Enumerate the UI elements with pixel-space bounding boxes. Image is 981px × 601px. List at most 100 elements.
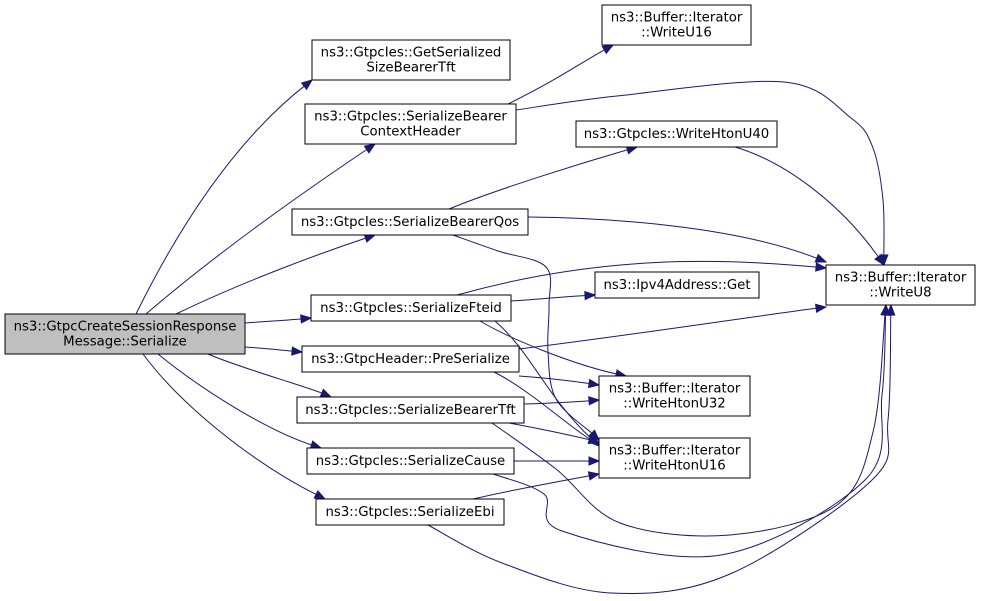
edge-line [492,313,887,558]
node-box [311,39,511,81]
edge-line [734,146,880,258]
node-label-line: ns3::Buffer::Iterator [609,444,741,459]
edge-line [175,237,367,315]
node-label-line: ::WriteHtonU16 [623,459,726,474]
arrowhead [601,44,615,55]
node-label-line: ns3::GtpcIes::WriteHtonU40 [584,127,770,142]
edge-line [493,371,592,441]
edge-root-to-serBearerCtx [145,143,377,315]
edge-line [145,148,368,315]
arrowhead [588,456,601,466]
arrowhead [300,79,314,91]
arrowhead [313,490,327,500]
edge-serBearerQos-to-writeHtonU40 [448,145,639,210]
call-edges [135,44,896,595]
node-box [291,208,529,236]
arrowhead [319,388,333,398]
edge-line [510,294,587,302]
edge-line [427,313,892,595]
node-label-line: ns3::Buffer::Iterator [835,271,967,286]
edge-serBearerCtx-to-writeU8 [515,80,889,267]
edge-serBearerQos-to-writeU8 [527,216,828,263]
node-box [575,120,778,148]
edge-line [523,400,591,405]
edge-serFteid-to-writeHtonU16 [494,320,600,447]
edge-line [157,353,313,446]
arrowhead [814,303,828,314]
arrowhead [363,143,377,154]
node-serBearerCtx[interactable]: ns3::GtpcIes::SerializeBearerContextHead… [304,103,517,145]
arrowhead [885,303,896,316]
node-label-line: ns3::GtpcCreateSessionResponse [14,320,237,335]
edge-line [472,475,591,500]
node-box [4,313,246,355]
edge-line [508,422,591,441]
node-serEbi[interactable]: ns3::GtpcIes::SerializeEbi [315,498,505,526]
node-box [594,271,760,299]
node-writeU8[interactable]: ns3::Buffer::Iterator::WriteU8 [825,264,976,306]
node-box [304,103,517,145]
edge-preSerialize-to-writeHtonU32 [518,375,601,389]
node-ipv4Get[interactable]: ns3::Ipv4Address::Get [594,271,760,299]
arrowhead [363,233,377,243]
node-label-line: ns3::GtpcIes::SerializeCause [316,454,505,469]
edge-line [518,307,818,350]
node-label-line: SizeBearerTft [366,61,455,76]
node-label-line: Message::Serialize [63,335,187,350]
node-writeHtonU40[interactable]: ns3::GtpcIes::WriteHtonU40 [575,120,778,148]
node-label-line: ns3::GtpcHeader::PreSerialize [311,352,510,367]
edge-line [527,216,818,260]
edge-line [494,320,593,441]
edge-root-to-serEbi [142,353,327,500]
edge-line [507,48,606,105]
node-label-line: ::WriteU16 [641,26,712,41]
arrowhead [587,378,601,389]
node-box [310,294,512,322]
node-label-line: ::WriteU8 [869,286,931,301]
node-box [296,396,525,424]
node-box [306,447,515,475]
edge-serBearerTft-to-writeHtonU32 [523,396,601,406]
node-serBearerQos[interactable]: ns3::GtpcIes::SerializeBearerQos [291,208,529,236]
edge-serBearerCtx-to-writeU16 [507,44,615,105]
edge-line [135,85,306,315]
node-writeU16[interactable]: ns3::Buffer::Iterator::WriteU16 [601,4,752,46]
node-box [601,4,752,46]
edge-root-to-serFteid [244,314,313,324]
node-root: ns3::GtpcCreateSessionResponseMessage::S… [4,313,246,355]
edge-serFteid-to-ipv4Get [510,290,597,302]
node-preSerialize[interactable]: ns3::GtpcHeader::PreSerialize [301,345,520,373]
edge-serFteid-to-writeU8 [456,260,828,296]
node-label-line: ns3::Ipv4Address::Get [603,278,750,293]
node-serFteid[interactable]: ns3::GtpcIes::SerializeFteid [310,294,512,322]
edge-serCause-to-writeU8 [492,303,891,558]
arrowhead [874,253,885,267]
node-serCause[interactable]: ns3::GtpcIes::SerializeCause [306,447,515,475]
node-label-line: ContextHeader [360,125,461,140]
edge-line [479,320,618,375]
edge-line [518,375,591,385]
edge-root-to-getSerSize [135,79,314,315]
edge-serEbi-to-writeHtonU16 [472,471,601,500]
node-box [598,375,751,417]
edge-line [491,313,886,537]
node-label-line: ns3::GtpcIes::SerializeBearerTft [305,403,516,418]
node-serBearerTft[interactable]: ns3::GtpcIes::SerializeBearerTft [296,396,525,424]
node-box [315,498,505,526]
arrowhead [587,471,601,481]
node-writeHtonU32[interactable]: ns3::Buffer::Iterator::WriteHtonU32 [598,375,751,417]
node-label-line: ns3::Buffer::Iterator [611,11,743,26]
node-box [598,437,751,479]
edge-writeHtonU40-to-writeU8 [734,146,885,267]
edge-line [456,260,818,296]
edge-serBearerTft-to-writeU8 [491,303,890,537]
edge-line [244,346,294,352]
edge-serBearerTft-to-writeHtonU16 [508,422,601,445]
edge-serCause-to-writeHtonU16 [514,456,601,466]
arrowhead [300,314,313,324]
arrowhead [815,262,828,272]
node-writeHtonU16[interactable]: ns3::Buffer::Iterator::WriteHtonU16 [598,437,751,479]
arrowhead [291,346,304,356]
